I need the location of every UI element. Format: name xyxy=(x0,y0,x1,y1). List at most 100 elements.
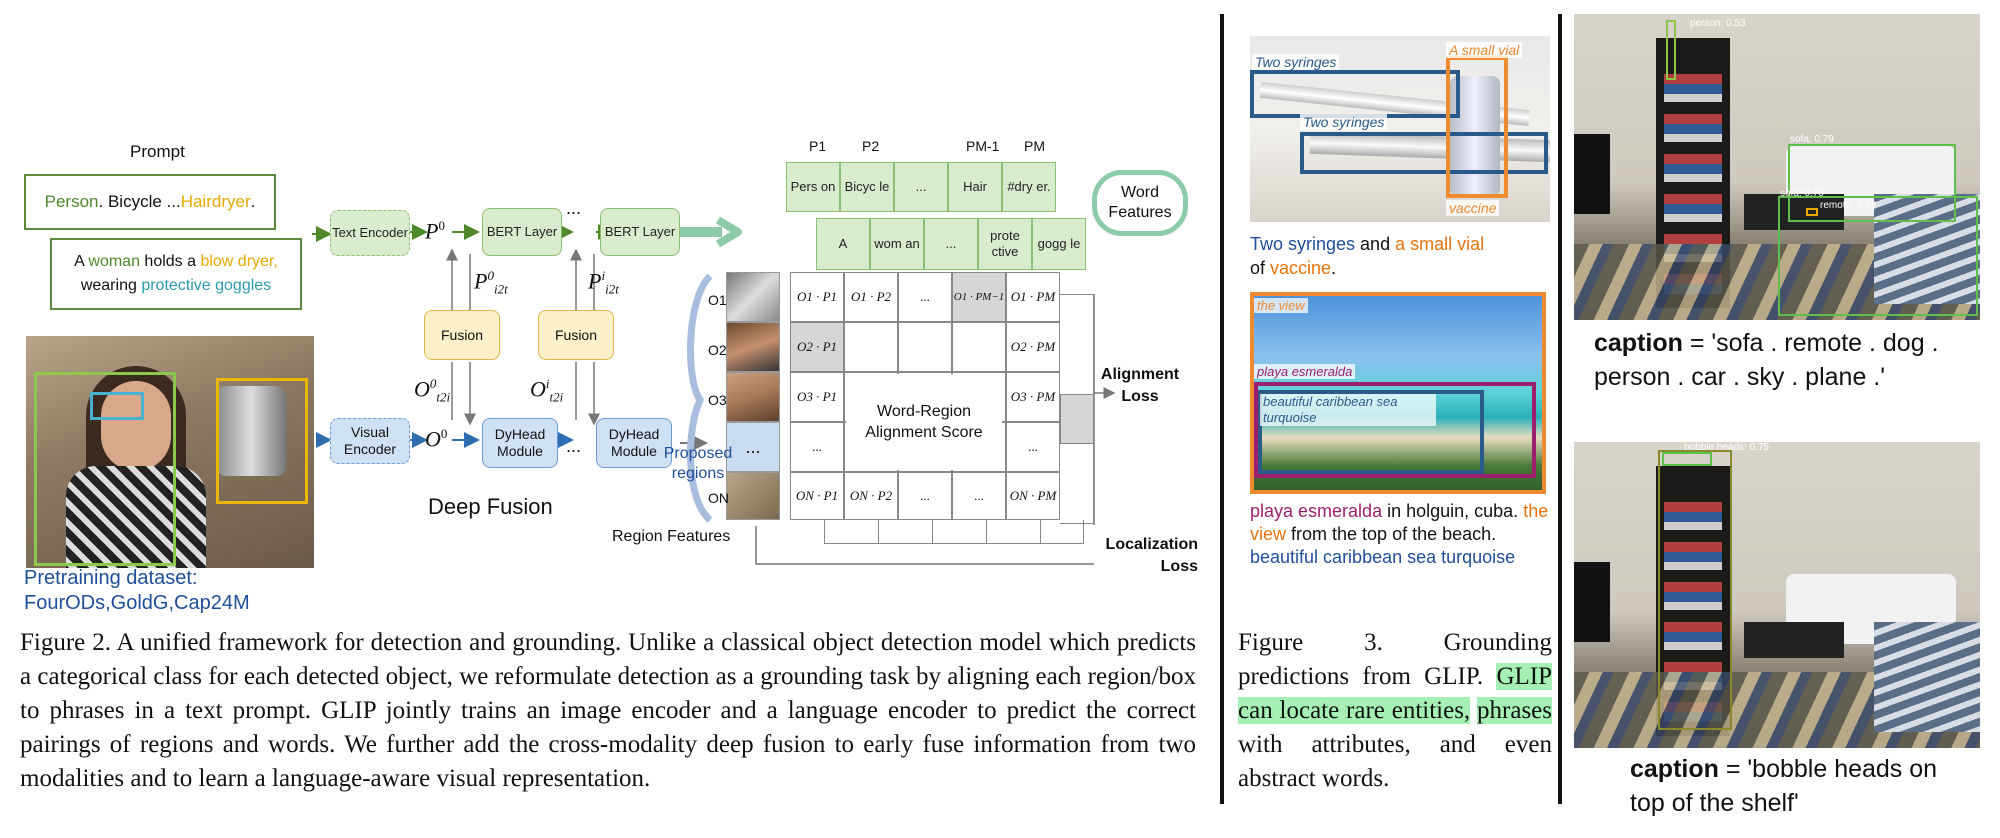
prompt-period: . xyxy=(250,192,256,211)
deep-fusion-label: Deep Fusion xyxy=(428,494,553,519)
phrase-playa: playa esmeralda xyxy=(1250,501,1383,521)
label-vaccine: vaccine xyxy=(1446,200,1500,216)
grid-cell: ... xyxy=(790,422,844,472)
prompt-box-2: A woman holds a blow dryer, wearing prot… xyxy=(50,238,302,310)
word-features: Word Features xyxy=(1092,170,1188,236)
box-the-view xyxy=(1250,292,1546,494)
grid-shadow-gray xyxy=(1060,394,1094,444)
separator-1 xyxy=(1220,14,1224,804)
box-bobble-heads-shelf xyxy=(1658,450,1732,730)
label-playa: playa esmeralda xyxy=(1254,364,1356,379)
box-remote xyxy=(1806,208,1818,216)
box-small-vial xyxy=(1446,56,1508,198)
o-label-1: O1 xyxy=(708,292,727,308)
syringe-image: Two syringes Two syringes A small vial v… xyxy=(1250,36,1550,222)
p-i2t-i: Pii2t xyxy=(588,268,619,298)
grid-cell: ON · PM xyxy=(1006,472,1060,520)
word-token: prote ctive xyxy=(978,218,1032,270)
grid-cell: O1 · PM xyxy=(1006,272,1060,322)
o-label-n: ON xyxy=(708,490,729,506)
o-t2i-i-sub: t2i xyxy=(549,389,564,405)
figure-2-caption: Figure 2. A unified framework for detect… xyxy=(20,629,1196,792)
box-person xyxy=(1666,20,1676,80)
box-playa xyxy=(1254,382,1536,478)
label-two-syringes-a: Two syringes xyxy=(1252,54,1340,70)
det-label-sofa-2: sofa: 0.70 xyxy=(1780,188,1824,199)
det-label-sofa-1: sofa: 0.79 xyxy=(1790,134,1834,145)
region-thumb-hairdryer xyxy=(726,272,780,322)
det-label-bobble: bobble heads: 0.75 xyxy=(1684,442,1770,453)
p-i2t-0-sup: 0 xyxy=(487,268,494,283)
label-small-vial: A small vial xyxy=(1446,42,1523,58)
phrase-beautiful: beautiful caribbean sea turquoise xyxy=(1250,547,1516,567)
caption-1: caption = 'sofa . remote . dog . person … xyxy=(1594,326,1974,394)
prompt2-woman: woman xyxy=(88,253,140,270)
visual-encoder: Visual Encoder xyxy=(330,418,410,464)
word-token: wom an xyxy=(870,218,924,270)
proposed-regions: Proposed regions xyxy=(663,445,733,482)
alignment-loss-label: Alignment Loss xyxy=(1100,366,1180,405)
p-label-2: P2 xyxy=(862,138,880,154)
ellipsis-top: ... xyxy=(566,198,582,218)
label-two-syringes-b: Two syringes xyxy=(1300,114,1388,130)
p-i2t-i-sup: i xyxy=(601,268,606,283)
caption-2-bold: caption xyxy=(1630,755,1719,783)
separator-2 xyxy=(1558,14,1562,804)
o-t2i-0-base: O xyxy=(414,376,430,402)
grid-cell: O2 · P1 xyxy=(790,322,844,372)
ellipsis-bottom: ... xyxy=(566,436,582,456)
grid-cell xyxy=(844,322,898,372)
box-two-syringes-a xyxy=(1250,70,1460,118)
word-token: #dry er. xyxy=(1002,162,1056,212)
label-beautiful: beautiful caribbean sea turquoise xyxy=(1260,394,1436,426)
text-encoder: Text Encoder xyxy=(330,210,410,256)
o-label-2: O2 xyxy=(708,342,727,358)
o-label-3: O3 xyxy=(708,392,727,408)
label-the-view: the view xyxy=(1254,298,1308,313)
p-i2t-0-sub: i2t xyxy=(493,281,508,297)
det-label-person: person: 0.53 xyxy=(1690,18,1746,29)
box-sofa-2 xyxy=(1778,196,1978,316)
grid-cell: ... xyxy=(898,472,952,520)
pretraining-dataset: Pretraining dataset: FourODs,GoldG,Cap24… xyxy=(24,566,250,616)
input-image-woman xyxy=(26,336,314,568)
p-label-m-1: PM-1 xyxy=(966,138,1000,154)
box-bobble-heads xyxy=(1662,452,1712,466)
prompt2-text-a: A xyxy=(74,253,89,270)
o-t2i-0-sub: t2i xyxy=(436,389,451,405)
text2-b: in holguin, cuba. xyxy=(1382,501,1524,521)
caption-2: caption = 'bobble heads on top of the sh… xyxy=(1630,752,1970,820)
region-thumb-n xyxy=(726,472,780,520)
box-sofa-1 xyxy=(1788,144,1956,222)
grid-cell: O1 · P1 xyxy=(790,272,844,322)
fusion-1: Fusion xyxy=(424,310,500,360)
phrase-small-vial: a small vial xyxy=(1395,234,1485,254)
prompt2-text-c: wearing xyxy=(80,277,142,294)
grid-cell: ON · P2 xyxy=(844,472,898,520)
prompt-word-person: Person xyxy=(44,192,99,211)
word-token: ... xyxy=(924,218,978,270)
o-t2i-i: Oit2i xyxy=(530,376,563,406)
o0-base: O xyxy=(425,426,441,452)
word-token: Bicyc le xyxy=(840,162,894,212)
p-label-1: P1 xyxy=(809,138,827,154)
word-token: gogg le xyxy=(1032,218,1086,270)
det-label-remote: remote: 0.59 xyxy=(1820,200,1877,211)
region-thumb-woman xyxy=(726,322,780,372)
grid-cell: O3 · P1 xyxy=(790,372,844,422)
fig3-text-2: playa esmeralda in holguin, cuba. the vi… xyxy=(1250,500,1550,569)
prompt2-text-b: holds a xyxy=(139,253,201,270)
word-token: A xyxy=(816,218,870,270)
prompt2-goggles: protective goggles xyxy=(141,277,272,294)
o-t2i-i-sup: i xyxy=(545,376,550,391)
box-beautiful xyxy=(1258,390,1484,474)
fig2-arrows xyxy=(312,216,1116,565)
word-token: Pers on xyxy=(786,162,840,212)
prompt-label: Prompt xyxy=(130,142,185,161)
prompt-word-hairdryer: Hairdryer xyxy=(180,192,251,211)
alignment-grid: O1 · P1 O1 · P2 ... O1 · PM−1 O1 · PM O2… xyxy=(790,272,1060,520)
caption-2-text: = 'bobble heads on top of the shelf' xyxy=(1630,755,1938,817)
p-i2t-0-base: P xyxy=(474,268,488,294)
caption-1-text: = 'sofa . remote . dog . person . car . … xyxy=(1594,329,1939,391)
o0-symbol: O0 xyxy=(425,426,447,452)
